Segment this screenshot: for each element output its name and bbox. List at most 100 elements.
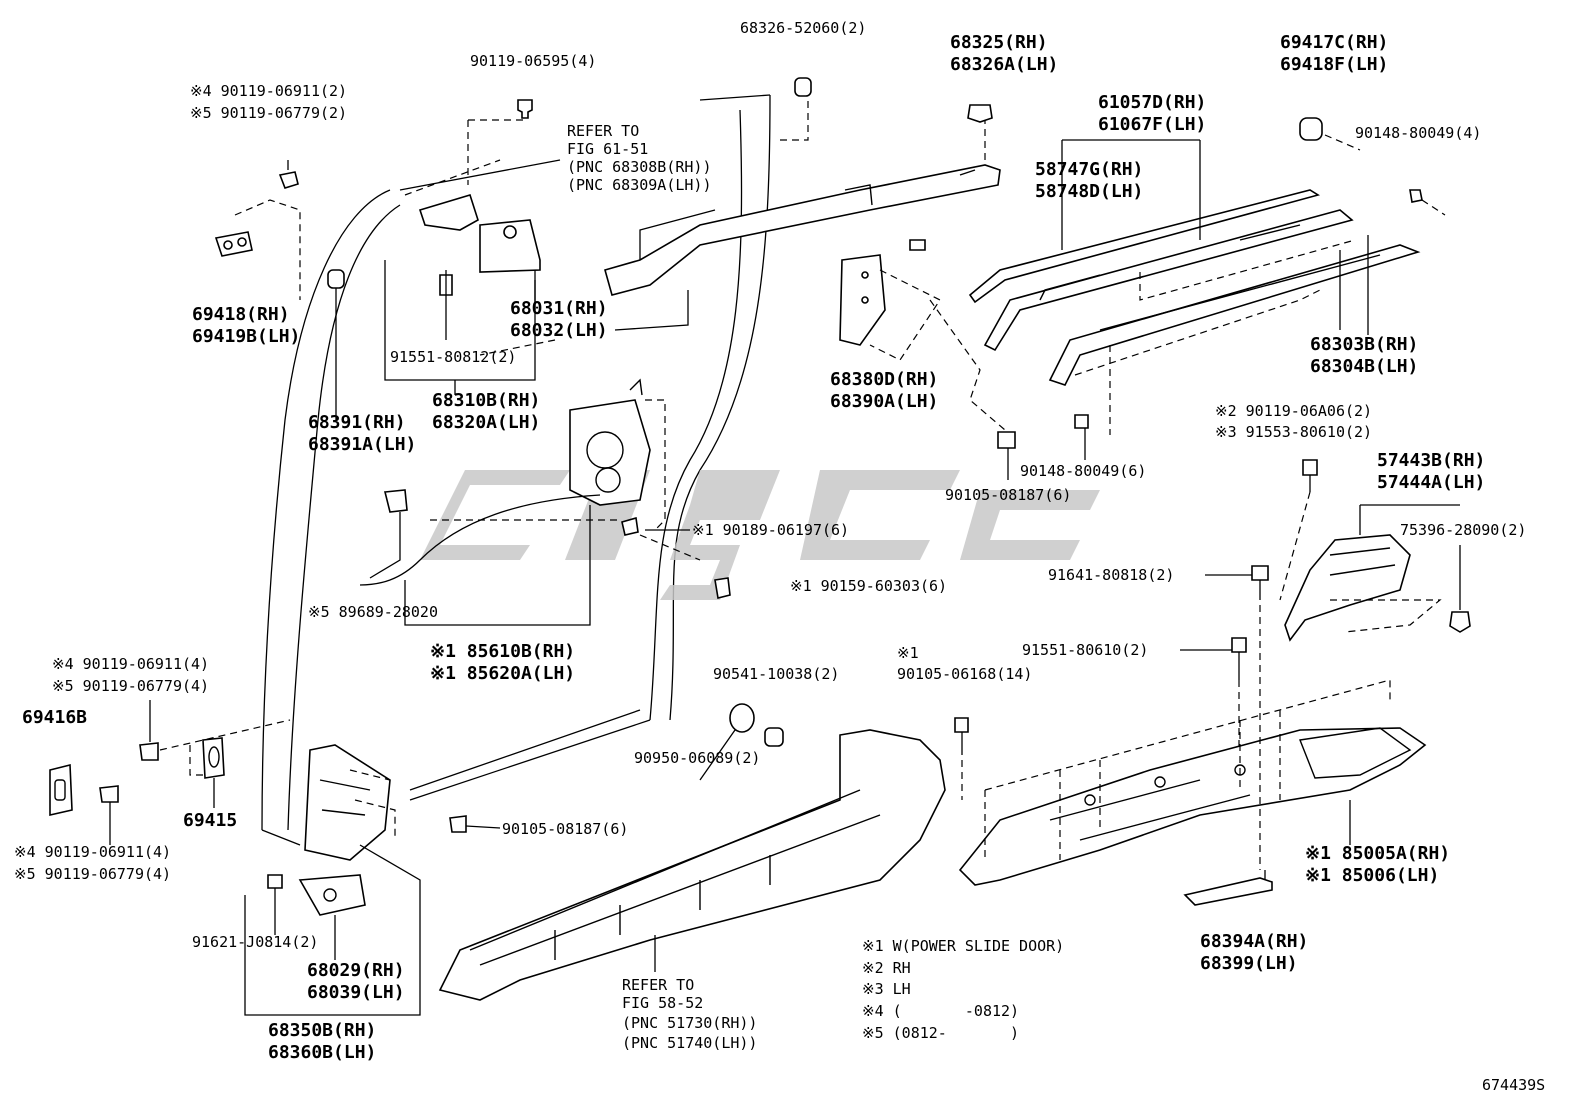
label-4-90119-06911-top: ※4 90119-06911(2) xyxy=(190,82,347,100)
label-68391a: 68391A(LH) xyxy=(308,434,416,455)
seal-69415 xyxy=(189,737,225,808)
label-68326-52060: 68326-52060(2) xyxy=(740,19,866,37)
label-90119-06595: 90119-06595(4) xyxy=(470,52,596,70)
label-90541-10038: 90541-10038(2) xyxy=(713,665,839,683)
label-69418: 69418(RH) xyxy=(192,304,290,325)
note-4: ※4 ( -0812) xyxy=(862,1002,1019,1020)
label-pnc-51740: (PNC 51740(LH)) xyxy=(622,1034,757,1052)
label-1-85006: ※1 85006(LH) xyxy=(1305,865,1439,886)
label-68320a: 68320A(LH) xyxy=(432,412,540,433)
bolt-91551-80610 xyxy=(1231,637,1247,750)
bumper-68391 xyxy=(327,269,345,420)
label-90105-08187-top: 90105-08187(6) xyxy=(945,486,1071,504)
leader-lines xyxy=(534,139,1369,651)
label-68029: 68029(RH) xyxy=(307,960,405,981)
bolt-90105-06168 xyxy=(954,717,969,800)
label-68310b: 68310B(RH) xyxy=(432,390,540,411)
label-69417c: 69417C(RH) xyxy=(1280,32,1388,53)
label-pnc-51730: (PNC 51730(RH)) xyxy=(622,1014,757,1032)
label-90105-06168: 90105-06168(14) xyxy=(897,665,1032,683)
bolt-90105-08187-bot xyxy=(449,815,501,833)
door-lock-assembly xyxy=(359,378,731,626)
bolt-90148-80049-6 xyxy=(1074,414,1089,429)
label-90950-06089: 90950-06089(2) xyxy=(634,749,760,767)
label-57443b: 57443B(RH) xyxy=(1377,450,1485,471)
label-68032: 68032(LH) xyxy=(510,320,608,341)
label-69418f: 69418F(LH) xyxy=(1280,54,1388,75)
label-5-90119-06779-bot: ※5 90119-06779(4) xyxy=(14,865,171,883)
label-68326a: 68326A(LH) xyxy=(950,54,1058,75)
label-90148-80049-6: 90148-80049(6) xyxy=(1020,462,1146,480)
label-fig-61-51: FIG 61-51 xyxy=(567,140,648,158)
part-labels: 68326-52060(2) 68325(RH) 68326A(LH) 6941… xyxy=(14,19,1526,1063)
plug-90950-06089 xyxy=(699,703,755,781)
clip-68325 xyxy=(967,104,993,123)
bolt-91551-80812 xyxy=(439,270,453,340)
label-1-90159-60303: ※1 90159-60303(6) xyxy=(790,577,947,595)
label-refer-to-fig58: REFER TO xyxy=(622,976,694,994)
bolt-90105-08187-top xyxy=(997,431,1016,449)
label-68390a: 68390A(LH) xyxy=(830,391,938,412)
footnotes: ※1 W(POWER SLIDE DOOR) ※2 RH ※3 LH ※4 ( … xyxy=(862,937,1064,1042)
bumper-69418 xyxy=(214,199,301,300)
label-68303b: 68303B(RH) xyxy=(1310,334,1418,355)
upper-rail-assembly xyxy=(604,100,1001,331)
lower-hinge-bracket xyxy=(244,744,421,1016)
label-90148-80049-4: 90148-80049(4) xyxy=(1355,124,1481,142)
door-hinge-upper xyxy=(384,112,556,395)
figure-id: 674439S xyxy=(1482,1076,1545,1094)
label-57444a: 57444A(LH) xyxy=(1377,472,1485,493)
label-58747g: 58747G(RH) xyxy=(1035,159,1143,180)
label-68031: 68031(RH) xyxy=(510,298,608,319)
bumper-68326-52060 xyxy=(794,77,812,97)
note-1: ※1 W(POWER SLIDE DOOR) xyxy=(862,937,1064,955)
label-69415: 69415 xyxy=(183,810,237,831)
bolt-91641-80818 xyxy=(1251,565,1269,870)
bracket-68380d xyxy=(839,239,1006,431)
label-5-89689-28020: ※5 89689-28020 xyxy=(308,603,438,621)
bracket-68394a xyxy=(1183,870,1273,906)
screw-90119-06a06 xyxy=(1279,459,1318,601)
label-91551-80812: 91551-80812(2) xyxy=(390,348,516,366)
label-68399: 68399(LH) xyxy=(1200,953,1298,974)
label-69419b: 69419B(LH) xyxy=(192,326,300,347)
bracket-69416b xyxy=(49,763,73,817)
label-fig-58-52: FIG 58-52 xyxy=(622,994,703,1012)
label-91621-j0814: 91621-J0814(2) xyxy=(192,933,318,951)
label-61057d: 61057D(RH) xyxy=(1098,92,1206,113)
label-1-90189-06197: ※1 90189-06197(6) xyxy=(692,521,849,539)
label-5-90119-06779-top: ※5 90119-06779(2) xyxy=(190,104,347,122)
label-68350b: 68350B(RH) xyxy=(268,1020,376,1041)
label-pnc-68309a: (PNC 68309A(LH)) xyxy=(567,176,712,194)
bolt-90148-80049-4 xyxy=(1409,189,1446,216)
label-68394a: 68394A(RH) xyxy=(1200,931,1308,952)
rail-68303b xyxy=(1048,244,1421,435)
cap-69417c xyxy=(1299,117,1361,151)
label-90105-08187-bot: 90105-08187(6) xyxy=(502,820,628,838)
label-4-90119-06911-bot: ※4 90119-06911(4) xyxy=(14,843,171,861)
label-58748d: 58748D(LH) xyxy=(1035,181,1143,202)
label-68391: 68391(RH) xyxy=(308,412,406,433)
screw-90119-06911-mid xyxy=(139,700,291,761)
label-4-90119-06911-mid: ※4 90119-06911(4) xyxy=(52,655,209,673)
clip-75396-28090 xyxy=(1449,545,1471,633)
floor-under-panel xyxy=(958,679,1427,886)
label-91641-80818: 91641-80818(2) xyxy=(1048,566,1174,584)
rocker-panel xyxy=(438,729,946,1001)
label-61067f: 61067F(LH) xyxy=(1098,114,1206,135)
label-75396-28090: 75396-28090(2) xyxy=(1400,521,1526,539)
note-5: ※5 (0812- ) xyxy=(862,1024,1019,1042)
label-5-90119-06779-mid: ※5 90119-06779(4) xyxy=(52,677,209,695)
label-68325: 68325(RH) xyxy=(950,32,1048,53)
label-68039: 68039(LH) xyxy=(307,982,405,1003)
label-refer-to-fig61: REFER TO xyxy=(567,122,639,140)
label-2-90119-06a06: ※2 90119-06A06(2) xyxy=(1215,402,1372,420)
grommet-90541-10038 xyxy=(764,727,784,747)
note-2: ※2 RH xyxy=(862,959,911,977)
bolt-90119-06595 xyxy=(517,99,533,119)
label-1-85005a: ※1 85005A(RH) xyxy=(1305,843,1450,864)
note-3: ※3 LH xyxy=(862,980,911,998)
sill-cover-57443b xyxy=(1284,504,1460,642)
screw-90119-06911-top xyxy=(278,160,299,189)
